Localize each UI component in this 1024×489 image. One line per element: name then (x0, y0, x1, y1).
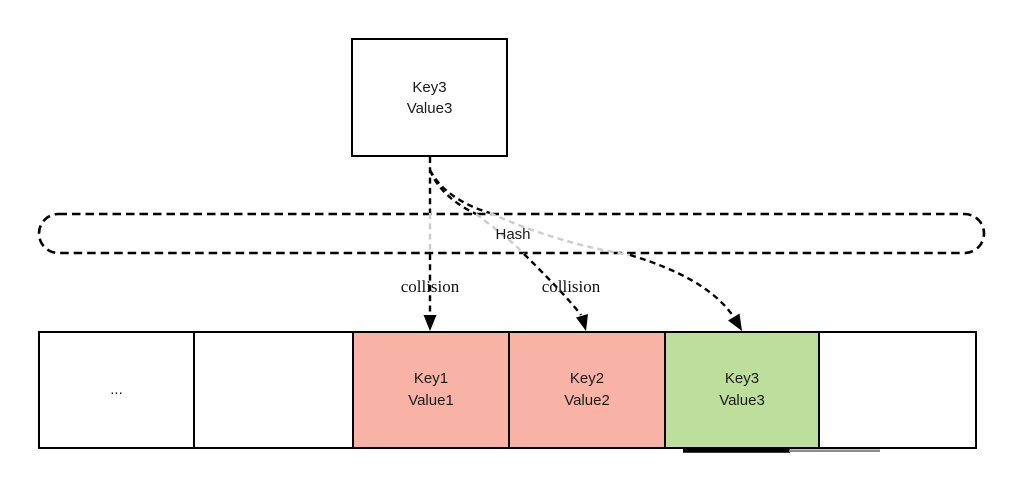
slot-key: Key3 (724, 370, 760, 387)
hash-label: Hash (495, 226, 531, 243)
probe2-arrow-bottom (523, 253, 582, 316)
slot-value: Value3 (719, 392, 765, 409)
incoming-entry-value: Value3 (406, 99, 453, 117)
slot-value: Value2 (564, 392, 610, 409)
slot-ellipsis: ... (40, 333, 193, 447)
slot-key: ... (110, 381, 123, 398)
collision-label-2: collision (541, 277, 601, 296)
probe3-arrow-top (428, 169, 491, 215)
incoming-entry-box: Key3 Value3 (351, 38, 508, 157)
slot-key: Key2 (569, 370, 605, 387)
hash-table-row: ... Key1 Value1 Key2 Value2 Key3 Value3 (38, 331, 977, 449)
slot-empty-2 (818, 333, 975, 447)
collision-label-1: collision (400, 277, 460, 296)
slot-empty-1 (193, 333, 352, 447)
hash-function-bar (37, 212, 986, 255)
probe2-arrowhead-icon (576, 314, 588, 331)
slot-key1: Key1 Value1 (352, 333, 508, 447)
slot-key: Key1 (413, 370, 449, 387)
probe3-arrow-bottom (629, 253, 734, 317)
probe1-arrowhead-icon (423, 315, 437, 331)
probe2-arrow-top (428, 169, 477, 216)
slot-key3: Key3 Value3 (664, 333, 818, 447)
slot-value: Value1 (408, 392, 454, 409)
incoming-entry-key: Key3 (412, 78, 447, 96)
probe2-arrow-through-hash (475, 213, 525, 255)
probe3-arrowhead-icon (728, 313, 742, 331)
probe3-arrow-through-hash (489, 211, 631, 257)
slot-key2: Key2 Value2 (508, 333, 664, 447)
